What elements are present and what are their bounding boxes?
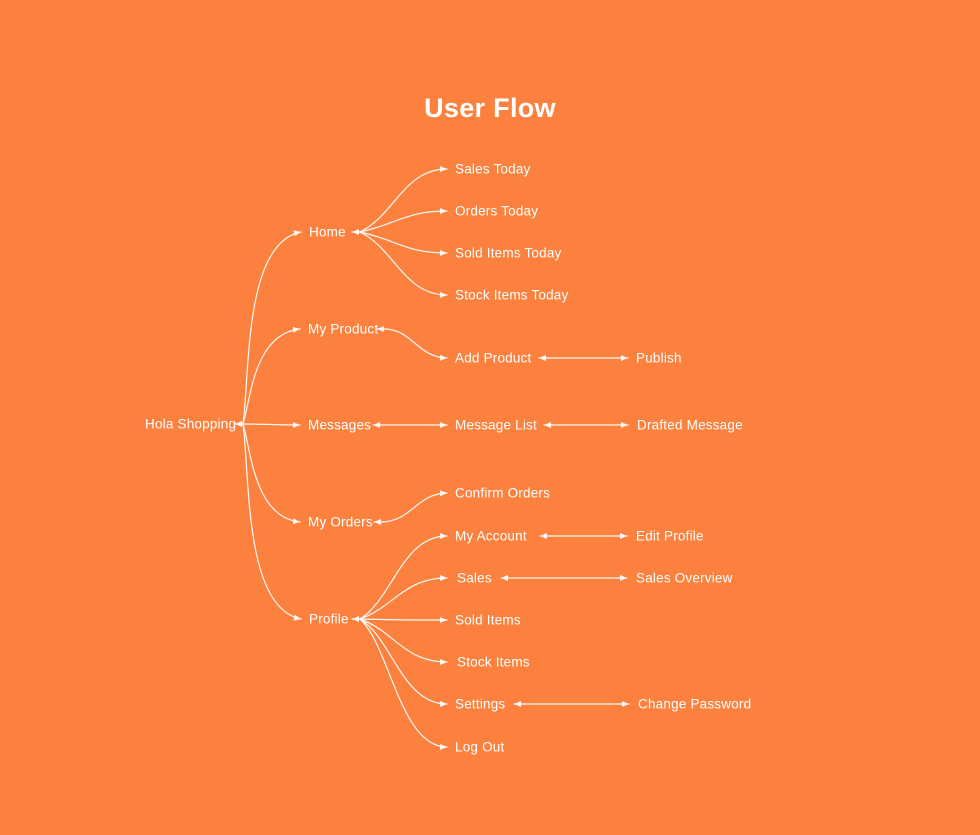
edge-hola_shopping-to-home [242, 230, 302, 425]
node-my_account[interactable]: My Account [455, 528, 527, 544]
node-edit_profile[interactable]: Edit Profile [636, 528, 704, 544]
node-sold_items_today[interactable]: Sold Items Today [455, 245, 562, 261]
node-sales[interactable]: Sales [457, 570, 492, 586]
edge-hola_shopping-to-my_orders [242, 423, 301, 525]
node-add_product[interactable]: Add Product [455, 350, 532, 366]
edge-home-to-sales_today [359, 166, 448, 233]
diagram-title[interactable]: User Flow [424, 93, 556, 123]
edge-home-to-stock_items_today [359, 231, 448, 298]
edge-profile-to-sales [359, 575, 448, 620]
edge-hola_shopping-to-my_product [242, 326, 301, 425]
edge-hola_shopping-to-messages [242, 421, 301, 428]
node-drafted_message[interactable]: Drafted Message [637, 417, 743, 433]
node-change_password[interactable]: Change Password [638, 696, 752, 712]
node-hola_shopping[interactable]: Hola Shopping [145, 416, 237, 432]
node-stock_items[interactable]: Stock Items [457, 654, 530, 670]
node-messages[interactable]: Messages [308, 417, 372, 433]
edge-hola_shopping-to-profile [242, 423, 302, 621]
node-sales_today[interactable]: Sales Today [455, 161, 531, 177]
node-sales_overview[interactable]: Sales Overview [636, 570, 733, 586]
edge-profile-to-stock_items [359, 618, 448, 665]
node-publish[interactable]: Publish [636, 350, 682, 366]
node-message_list[interactable]: Message List [455, 417, 537, 433]
edge-my_orders-to-confirm_orders [381, 490, 448, 523]
node-my_product[interactable]: My Product [308, 321, 379, 337]
node-stock_items_today[interactable]: Stock Items Today [455, 287, 569, 303]
edge-home-to-sold_items_today [359, 231, 448, 256]
edge-profile-to-log_out [359, 618, 448, 750]
node-log_out[interactable]: Log Out [455, 739, 505, 755]
node-profile[interactable]: Profile [309, 611, 349, 627]
node-settings[interactable]: Settings [455, 696, 506, 712]
node-home[interactable]: Home [309, 224, 346, 240]
node-my_orders[interactable]: My Orders [308, 514, 373, 530]
edge-profile-to-settings [359, 618, 448, 707]
edge-home-to-orders_today [359, 208, 448, 233]
node-orders_today[interactable]: Orders Today [455, 203, 539, 219]
node-sold_items[interactable]: Sold Items [455, 612, 521, 628]
node-confirm_orders[interactable]: Confirm Orders [455, 485, 551, 501]
edge-profile-to-my_account [359, 533, 448, 620]
edge-my_product-to-add_product [384, 328, 448, 361]
edge-profile-to-sold_items [359, 616, 448, 623]
